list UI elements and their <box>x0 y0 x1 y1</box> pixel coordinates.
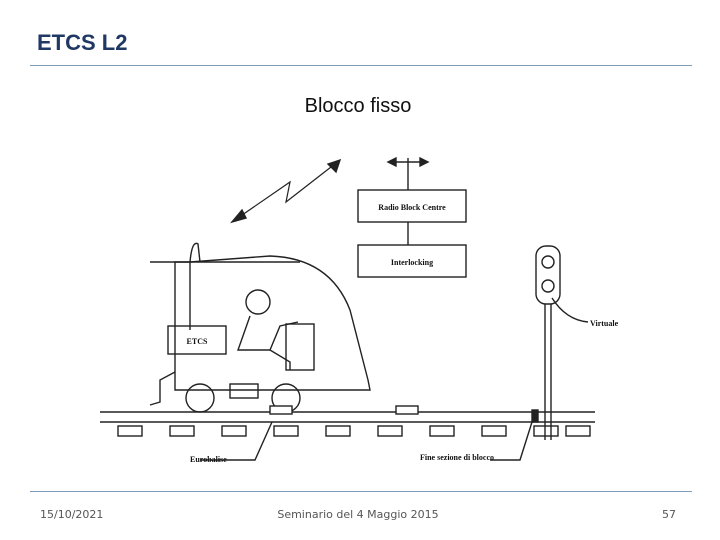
rbc-box <box>357 189 467 223</box>
footer-divider <box>30 491 692 492</box>
train-driver-icon <box>237 289 315 371</box>
train-cab <box>174 255 371 391</box>
footer-date: 15/10/2021 <box>40 508 104 521</box>
sleepers <box>117 425 591 437</box>
radio-signal-icon <box>231 159 341 223</box>
interlocking-box <box>357 244 467 278</box>
virtuale-label: Virtuale <box>590 319 619 328</box>
title-divider <box>30 65 692 66</box>
etcs-label: ETCS <box>187 337 208 346</box>
footer-event: Seminario del 4 Maggio 2015 <box>277 508 439 521</box>
etcs-level2-diagram: Radio Block Centre Interlocking ETCS Vir… <box>100 156 619 464</box>
rbc-label: Radio Block Centre <box>378 203 446 212</box>
signal-light-icon <box>535 245 561 440</box>
wheel <box>185 383 215 413</box>
antenna-icon <box>386 156 430 190</box>
slide-subtitle: Blocco fisso <box>304 95 412 117</box>
eurobalise-label: Eurobalise <box>190 455 227 464</box>
fine-sezione-label: Fine sezione di blocco <box>420 453 494 462</box>
page-number: 57 <box>662 508 676 521</box>
slide-title: ETCS L2 <box>37 30 128 55</box>
etcs-box <box>167 325 227 355</box>
balise-icon <box>269 405 293 415</box>
interlocking-label: Interlocking <box>391 258 433 267</box>
